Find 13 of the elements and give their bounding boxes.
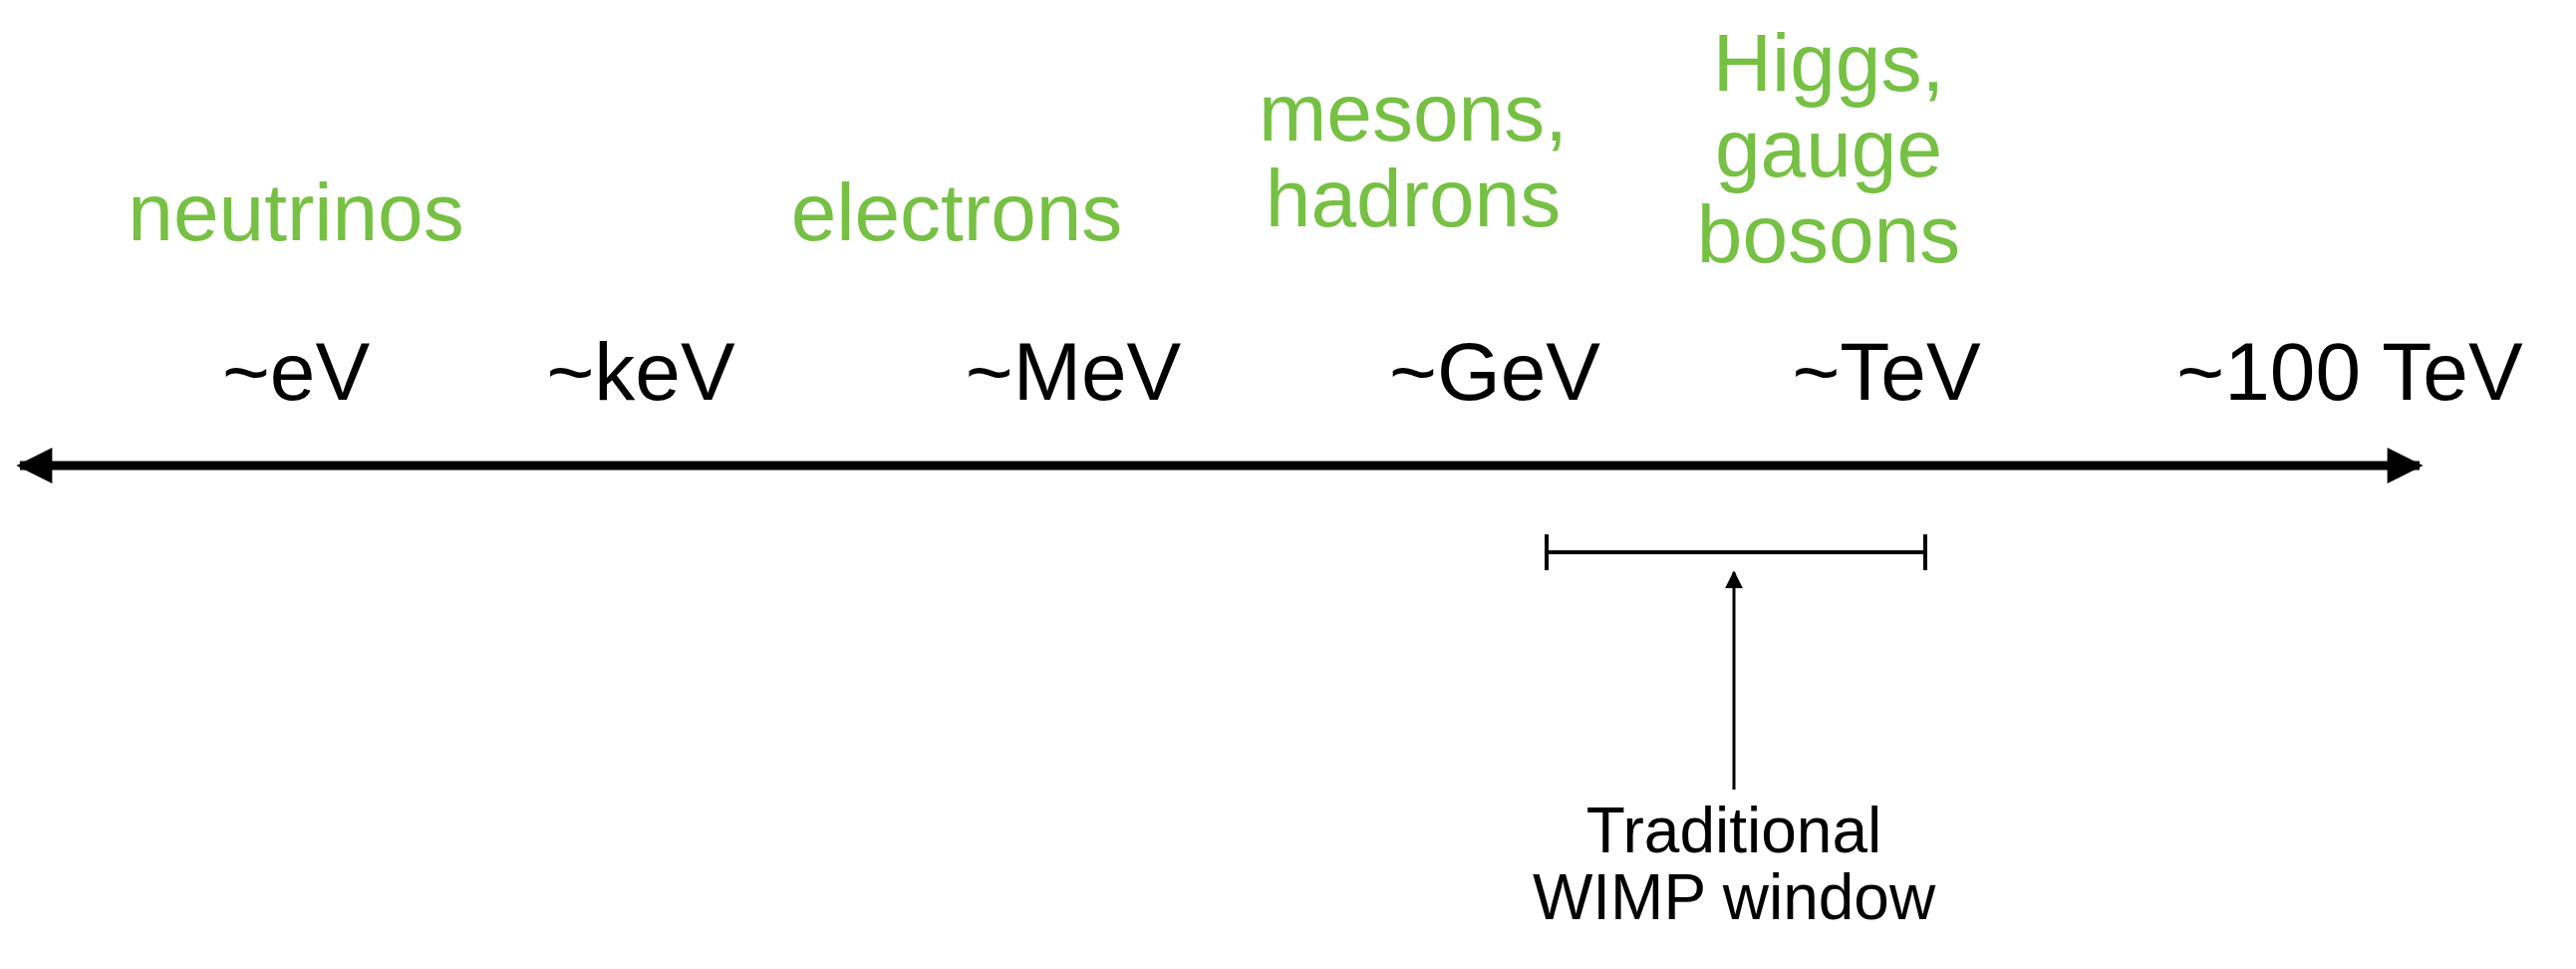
energy-label: ~GeV — [1389, 329, 1600, 416]
particle-label: neutrinos — [128, 169, 464, 256]
range-bracket — [1545, 534, 1927, 570]
energy-label: ~eV — [221, 329, 371, 416]
energy-label: ~TeV — [1792, 329, 1981, 416]
callout-text: Traditional WIMP window — [1495, 798, 1973, 932]
energy-label: ~MeV — [965, 329, 1182, 416]
energy-label: ~keV — [546, 329, 735, 416]
particle-label: mesons, hadrons — [1258, 70, 1569, 242]
arrow — [1725, 570, 1743, 790]
particle-label: electrons — [790, 169, 1123, 256]
energy-label: ~100 TeV — [2176, 329, 2523, 416]
particle-label: Higgs, gauge bosons — [1695, 20, 1962, 278]
